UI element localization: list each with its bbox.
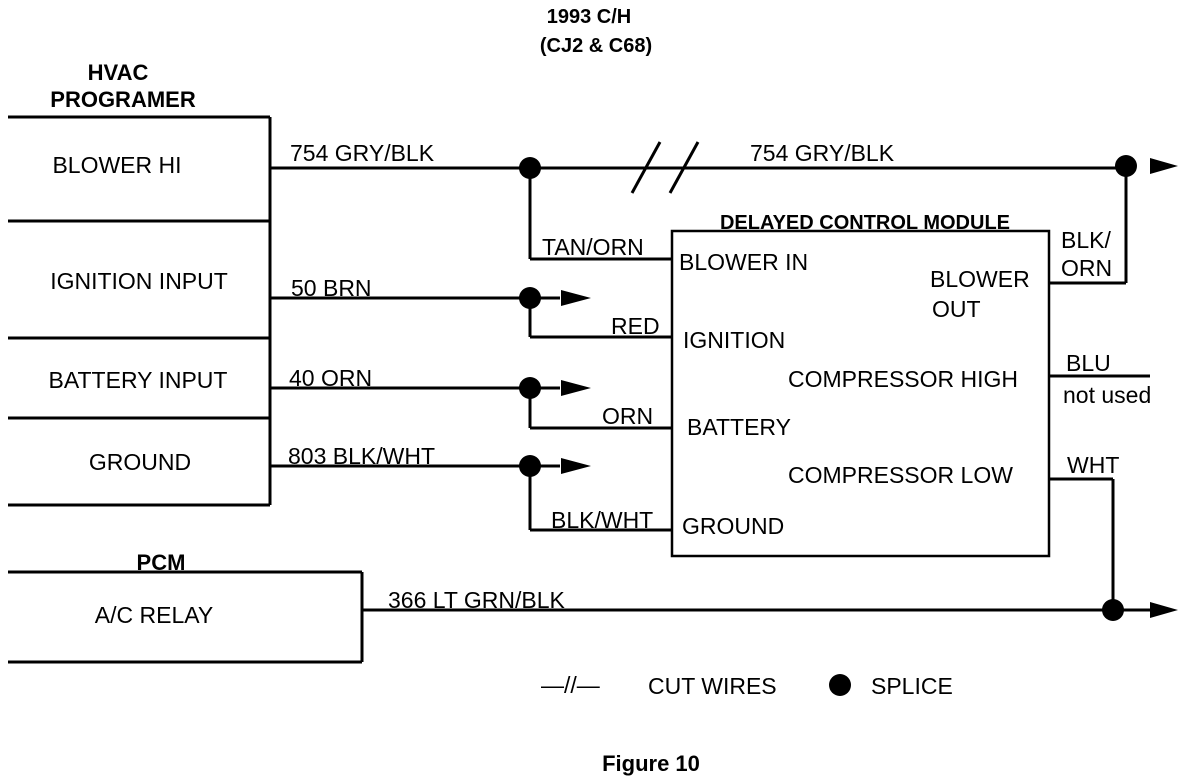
splice-dot — [519, 287, 541, 309]
legend: —//— CUT WIRES SPLICE — [541, 672, 953, 699]
wire-label-366: 366 LT GRN/BLK — [388, 587, 566, 613]
arrowhead — [561, 458, 591, 474]
module-output-blower-out-line1: BLOWER — [930, 266, 1030, 292]
cut-wires-mark — [630, 141, 700, 194]
module-input-ground: GROUND — [682, 513, 784, 539]
wire-label-blk-orn-line1: BLK/ — [1061, 227, 1111, 253]
arrowhead — [561, 290, 591, 306]
programmer-row-ground: GROUND — [89, 449, 191, 475]
hvac-programmer-title-line1: HVAC — [88, 60, 149, 85]
hvac-programmer-title-line2: PROGRAMER — [50, 87, 196, 112]
wire-label-orn: ORN — [602, 403, 653, 429]
wire-803-blk-wht: 803 BLK/WHT BLK/WHT — [270, 443, 672, 533]
module-title: DELAYED CONTROL MODULE — [720, 212, 1010, 234]
delayed-control-module: DELAYED CONTROL MODULE BLOWER IN IGNITIO… — [670, 212, 1051, 558]
programmer-row-ignition-input: IGNITION INPUT — [50, 268, 228, 294]
wire-label-50-brn: 50 BRN — [291, 275, 372, 301]
wire-label-wht: WHT — [1067, 452, 1119, 478]
pcm-block: PCM A/C RELAY — [8, 550, 364, 664]
wire-label-40-orn: 40 ORN — [289, 365, 372, 391]
wire-blk-orn: BLK/ ORN — [1049, 168, 1128, 285]
legend-cut-symbol: —//— — [541, 672, 600, 698]
wire-label-803-blk-wht: 803 BLK/WHT — [288, 443, 435, 469]
module-input-blower-in: BLOWER IN — [679, 249, 808, 275]
wire-label-754-left: 754 GRY/BLK — [290, 140, 435, 166]
module-output-compressor-high: COMPRESSOR HIGH — [788, 366, 1018, 392]
wire-50-brn: 50 BRN RED — [270, 275, 672, 339]
arrowhead — [561, 380, 591, 396]
wire-blu: BLU not used — [1049, 350, 1151, 408]
module-output-blower-out-line2: OUT — [932, 296, 981, 322]
diagram-subtitle: (CJ2 & C68) — [540, 35, 652, 57]
wire-40-orn: 40 ORN ORN — [270, 365, 672, 430]
splice-dot — [1102, 599, 1124, 621]
legend-splice-label: SPLICE — [871, 673, 953, 699]
wire-754-gry-blk: 754 GRY/BLK 754 GRY/BLK TAN/ORN — [270, 140, 1117, 261]
wire-label-blu: BLU — [1066, 350, 1111, 376]
programmer-row-blower-hi: BLOWER HI — [52, 152, 181, 178]
wire-label-tan-orn: TAN/ORN — [542, 234, 644, 260]
splice-dot — [519, 377, 541, 399]
wire-label-red: RED — [611, 313, 660, 339]
wire-label-not-used: not used — [1063, 382, 1151, 408]
module-input-ignition: IGNITION — [683, 327, 785, 353]
wire-wht: WHT — [1049, 452, 1119, 608]
pcm-row-ac-relay: A/C RELAY — [95, 602, 213, 628]
splice-dot — [519, 455, 541, 477]
splice-dot — [519, 157, 541, 179]
arrowhead — [1150, 158, 1178, 174]
module-output-compressor-low: COMPRESSOR LOW — [788, 462, 1013, 488]
diagram-title: 1993 C/H — [547, 6, 632, 28]
arrowhead — [1150, 602, 1178, 618]
hvac-programmer-block: HVAC PROGRAMER BLOWER HI IGNITION INPUT … — [8, 60, 272, 507]
wire-label-blk-wht: BLK/WHT — [551, 507, 653, 533]
programmer-row-battery-input: BATTERY INPUT — [49, 367, 228, 393]
splice-dot — [1115, 155, 1137, 177]
wire-366-lt-grn-blk: 366 LT GRN/BLK — [362, 587, 1150, 613]
figure-caption: Figure 10 — [602, 751, 700, 776]
module-input-battery: BATTERY — [687, 414, 791, 440]
wire-label-754-right: 754 GRY/BLK — [750, 140, 895, 166]
legend-splice-icon — [829, 674, 851, 696]
wire-label-blk-orn-line2: ORN — [1061, 255, 1112, 281]
legend-cut-wires-label: CUT WIRES — [648, 673, 777, 699]
